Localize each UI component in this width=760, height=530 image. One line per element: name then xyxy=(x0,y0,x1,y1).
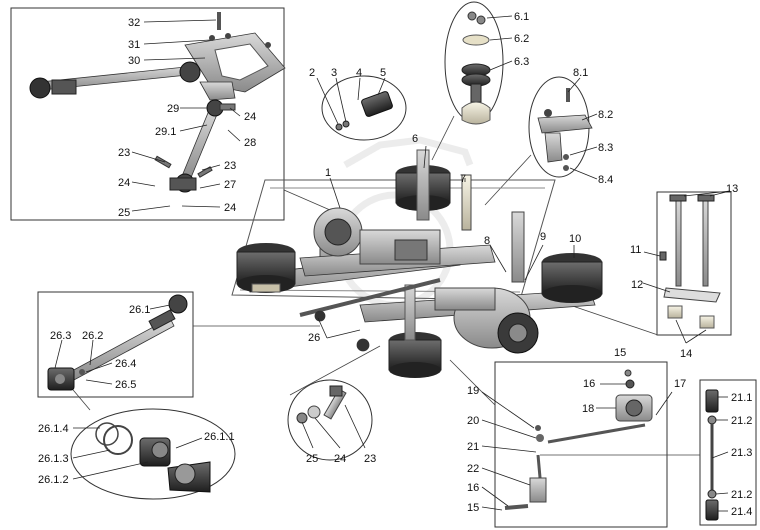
callout-label-19: 19 xyxy=(467,385,479,397)
callout-label-10: 10 xyxy=(569,233,581,245)
callout-label-25: 25 xyxy=(118,207,130,219)
callouts xyxy=(54,15,731,512)
callout-label-18: 18 xyxy=(582,403,594,415)
callout-label-29-1: 29.1 xyxy=(155,126,176,138)
callout-label-26-1-3: 26.1.3 xyxy=(38,453,69,465)
callout-label-30: 30 xyxy=(128,55,140,67)
ball-joint-detail xyxy=(95,422,211,493)
callout-label-24: 24 xyxy=(224,202,236,214)
upper-bracket xyxy=(184,12,286,101)
buffer-detail xyxy=(461,11,491,125)
callout-label-26-1-1: 26.1.1 xyxy=(204,431,235,443)
frame-fastener-detail xyxy=(321,75,407,141)
callout-label-16: 16 xyxy=(467,482,479,494)
callout-label-3: 3 xyxy=(331,67,337,79)
callout-label-6: 6 xyxy=(412,133,418,145)
valve-detail xyxy=(504,369,653,510)
callout-label-26-4: 26.4 xyxy=(115,358,136,370)
callout-label-17: 17 xyxy=(674,378,686,390)
bracket-detail xyxy=(537,88,593,171)
axle-housing xyxy=(299,207,496,277)
callout-label-9: 9 xyxy=(540,231,546,243)
air-spring-left xyxy=(236,243,296,293)
air-spring-lower xyxy=(388,284,442,378)
callout-label-28: 28 xyxy=(244,137,256,149)
callout-label-24: 24 xyxy=(118,177,130,189)
frame-tie-rod xyxy=(37,291,194,398)
callout-label-6-3: 6.3 xyxy=(514,56,529,68)
callout-label-26-3: 26.3 xyxy=(50,330,71,342)
bolt-detail xyxy=(296,385,347,424)
air-spring-upper xyxy=(395,149,451,221)
callout-label-26-5: 26.5 xyxy=(115,379,136,391)
callout-label-2: 2 xyxy=(309,67,315,79)
callout-label-8: 8 xyxy=(484,235,490,247)
callout-label-21-4: 21.4 xyxy=(731,506,752,518)
callout-label-8-3: 8.3 xyxy=(598,142,613,154)
frame-bolt-detail xyxy=(287,379,373,461)
reaction-rod-lower xyxy=(154,99,236,193)
callout-label-6-2: 6.2 xyxy=(514,33,529,45)
callout-label-23: 23 xyxy=(118,147,130,159)
callout-label-11: 11 xyxy=(630,244,641,256)
callout-label-15: 15 xyxy=(614,347,626,359)
callout-label-23: 23 xyxy=(224,160,236,172)
callout-label-25: 25 xyxy=(306,453,318,465)
callout-label-23: 23 xyxy=(364,453,376,465)
connection-lines xyxy=(57,115,700,456)
callout-label-7: 7 xyxy=(460,173,466,185)
callout-label-21-1: 21.1 xyxy=(731,392,752,404)
callout-label-1: 1 xyxy=(325,167,331,179)
reaction-rod-upper xyxy=(29,61,201,99)
callout-label-26-1-2: 26.1.2 xyxy=(38,474,69,486)
tie-rod xyxy=(47,294,188,391)
callout-label-8-4: 8.4 xyxy=(598,174,613,186)
callout-label-14: 14 xyxy=(680,348,692,360)
callout-label-31: 31 xyxy=(128,39,140,51)
callout-label-26: 26 xyxy=(308,332,320,344)
callout-label-21: 21 xyxy=(467,441,479,453)
callout-label-29: 29 xyxy=(167,103,179,115)
callout-label-26-1-4: 26.1.4 xyxy=(38,423,69,435)
callout-label-21-2: 21.2 xyxy=(731,489,752,501)
fastener-detail xyxy=(335,91,393,131)
u-bolt-detail xyxy=(659,194,721,329)
frame-valve xyxy=(494,361,668,528)
callout-label-26-1: 26.1 xyxy=(129,304,150,316)
callout-label-6-1: 6.1 xyxy=(514,11,529,23)
frame-upper-left xyxy=(10,7,285,221)
callout-label-22: 22 xyxy=(467,463,479,475)
callout-label-24: 24 xyxy=(334,453,346,465)
callout-label-8-1: 8.1 xyxy=(573,67,588,79)
callout-label-27: 27 xyxy=(224,179,236,191)
callout-label-26-2: 26.2 xyxy=(82,330,103,342)
callout-label-21-2: 21.2 xyxy=(731,415,752,427)
callout-label-12: 12 xyxy=(631,279,643,291)
frame-ball-joint-detail xyxy=(70,408,236,500)
callout-label-21-3: 21.3 xyxy=(731,447,752,459)
air-spring-right xyxy=(541,253,603,303)
callout-label-32: 32 xyxy=(128,17,140,29)
wheel-hub xyxy=(434,287,539,354)
link-rod-detail xyxy=(705,389,719,521)
callout-label-4: 4 xyxy=(356,67,362,79)
frame-u-bolt xyxy=(656,191,732,336)
frame-link-rod xyxy=(699,379,757,526)
callout-label-24: 24 xyxy=(244,111,256,123)
callout-label-8-2: 8.2 xyxy=(598,109,613,121)
callout-label-20: 20 xyxy=(467,415,479,427)
callout-label-13: 13 xyxy=(726,183,738,195)
callout-label-16: 16 xyxy=(583,378,595,390)
callout-label-5: 5 xyxy=(380,67,386,79)
callout-label-15: 15 xyxy=(467,502,479,514)
stabilizer-link xyxy=(299,278,441,352)
